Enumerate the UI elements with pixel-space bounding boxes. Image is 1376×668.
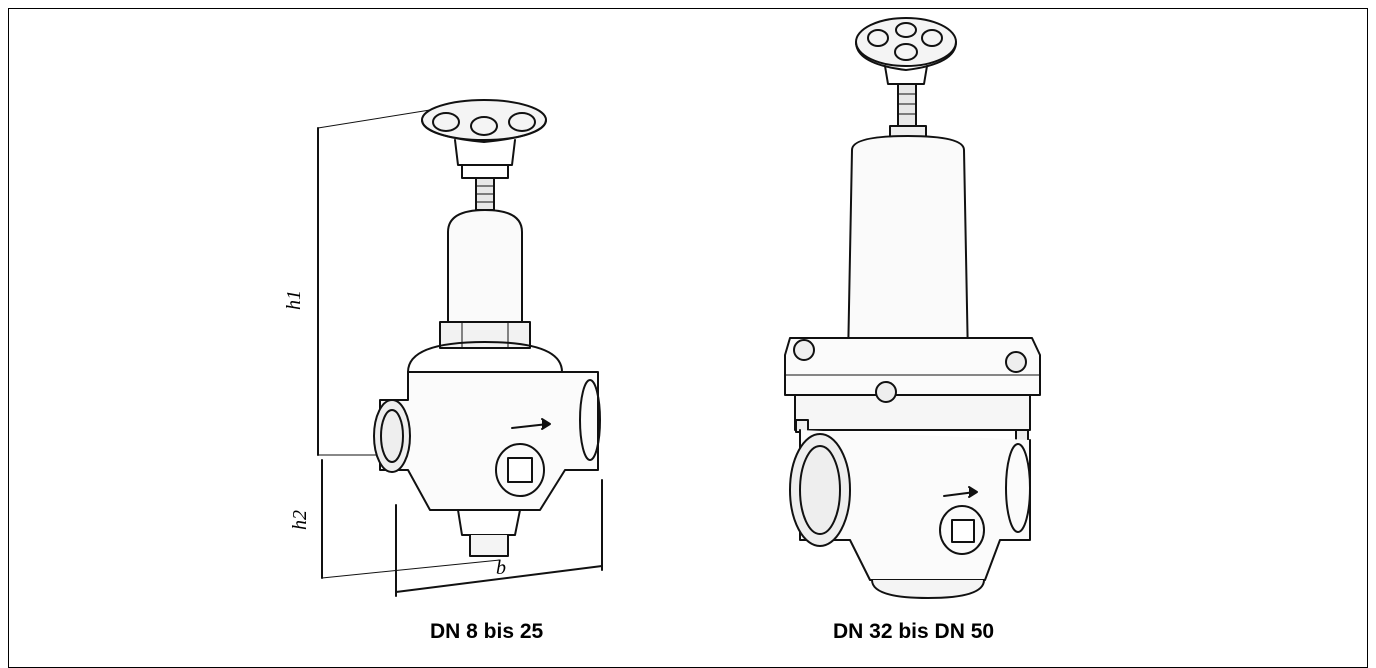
dimension-b-line <box>395 479 603 597</box>
valve-small-drawing: h1 h2 b <box>283 99 603 597</box>
dimension-h1-label: h1 <box>283 290 305 310</box>
dimension-h2-line <box>321 459 501 579</box>
dimension-b-label: b <box>496 557 506 579</box>
caption-left-valve: DN 8 bis 25 <box>430 620 544 643</box>
dimension-h2-label: h2 <box>289 510 311 530</box>
caption-right-valve: DN 32 bis DN 50 <box>833 620 995 643</box>
